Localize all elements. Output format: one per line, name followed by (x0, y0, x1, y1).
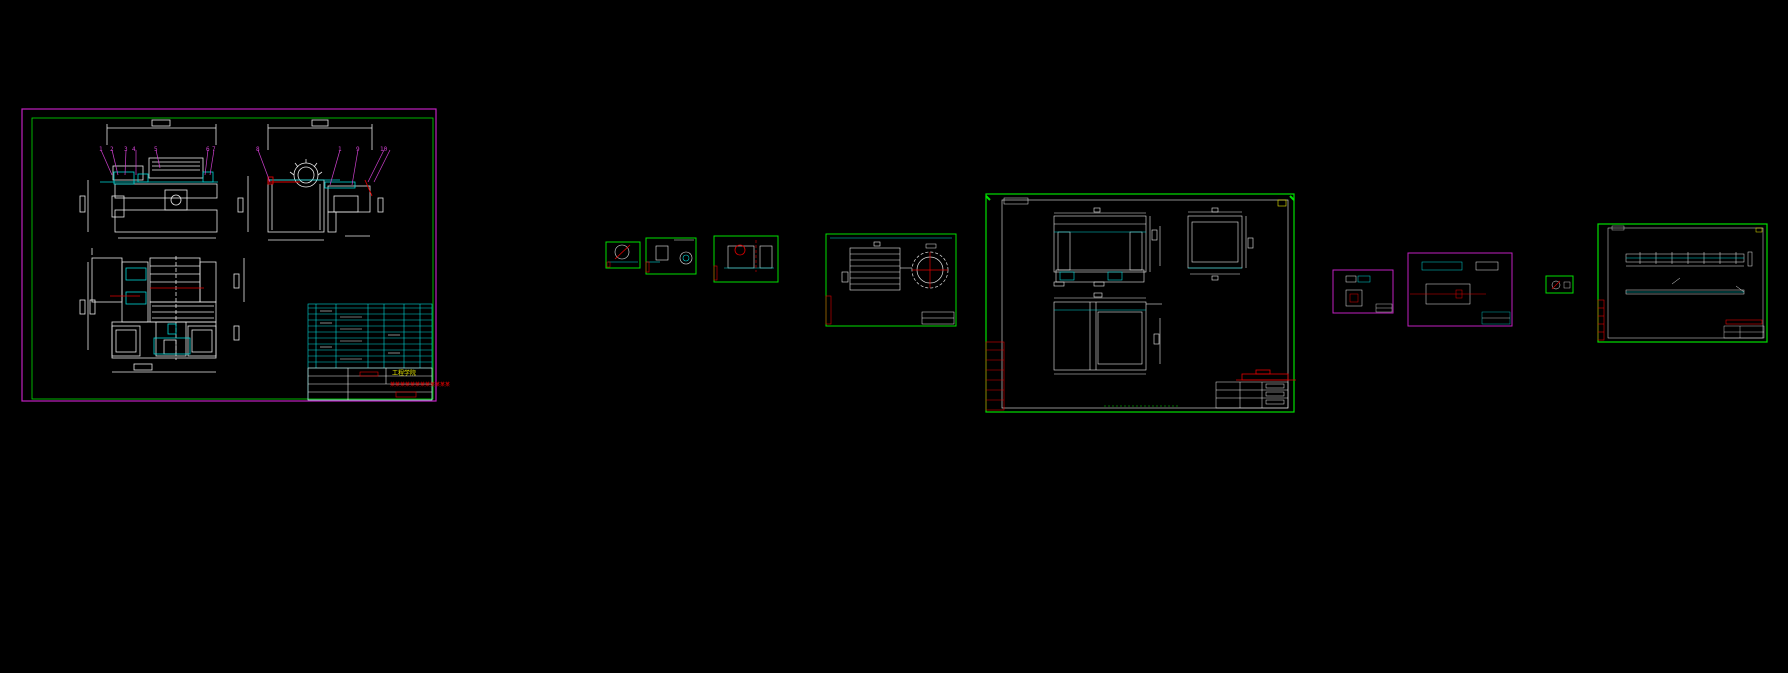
gear-wheel-side (289, 159, 323, 188)
svg-text:8: 8 (256, 146, 260, 153)
small-part-sheet-2[interactable] (645, 237, 697, 275)
svg-text:10: 10 (380, 146, 388, 153)
top-view (79, 248, 245, 373)
title-block-red-note: 某某某某某某某某某某某某 (390, 382, 450, 388)
bill-of-materials-table (307, 303, 433, 401)
gear-wheel-icon (911, 251, 949, 289)
callout-numbers-front: 1 2 3 4 5 6 7 (99, 146, 216, 153)
gear-roller-sheet[interactable] (825, 233, 957, 327)
svg-text:7: 7 (212, 146, 216, 153)
svg-text:5: 5 (154, 146, 158, 153)
svg-text:1: 1 (338, 146, 342, 153)
title-block-label: 工程学院 (392, 369, 416, 377)
small-part-sheet-1[interactable] (605, 241, 641, 269)
svg-text:1: 1 (99, 146, 103, 153)
callout-leaders-front (100, 149, 215, 176)
front-view (79, 119, 218, 239)
callout-numbers-side: 8 1 9 10 (256, 146, 388, 153)
svg-text:9: 9 (356, 146, 360, 153)
small-component-sheet-2[interactable] (1407, 252, 1513, 327)
rail-shaft-sheet[interactable] (1597, 223, 1768, 343)
svg-text:2: 2 (110, 146, 114, 153)
side-view (237, 119, 384, 241)
small-component-sheet-1[interactable] (1332, 269, 1394, 314)
general-assembly-sheet[interactable]: 1 2 3 4 5 6 7 (21, 108, 450, 402)
svg-text:4: 4 (132, 146, 136, 153)
bracket-part-sheet[interactable] (713, 235, 779, 283)
svg-text:6: 6 (206, 146, 210, 153)
frame-assembly-sheet[interactable] (985, 193, 1296, 413)
tiny-part-sheet[interactable] (1545, 275, 1574, 294)
callout-leaders-side (257, 149, 391, 186)
svg-text:3: 3 (124, 146, 128, 153)
